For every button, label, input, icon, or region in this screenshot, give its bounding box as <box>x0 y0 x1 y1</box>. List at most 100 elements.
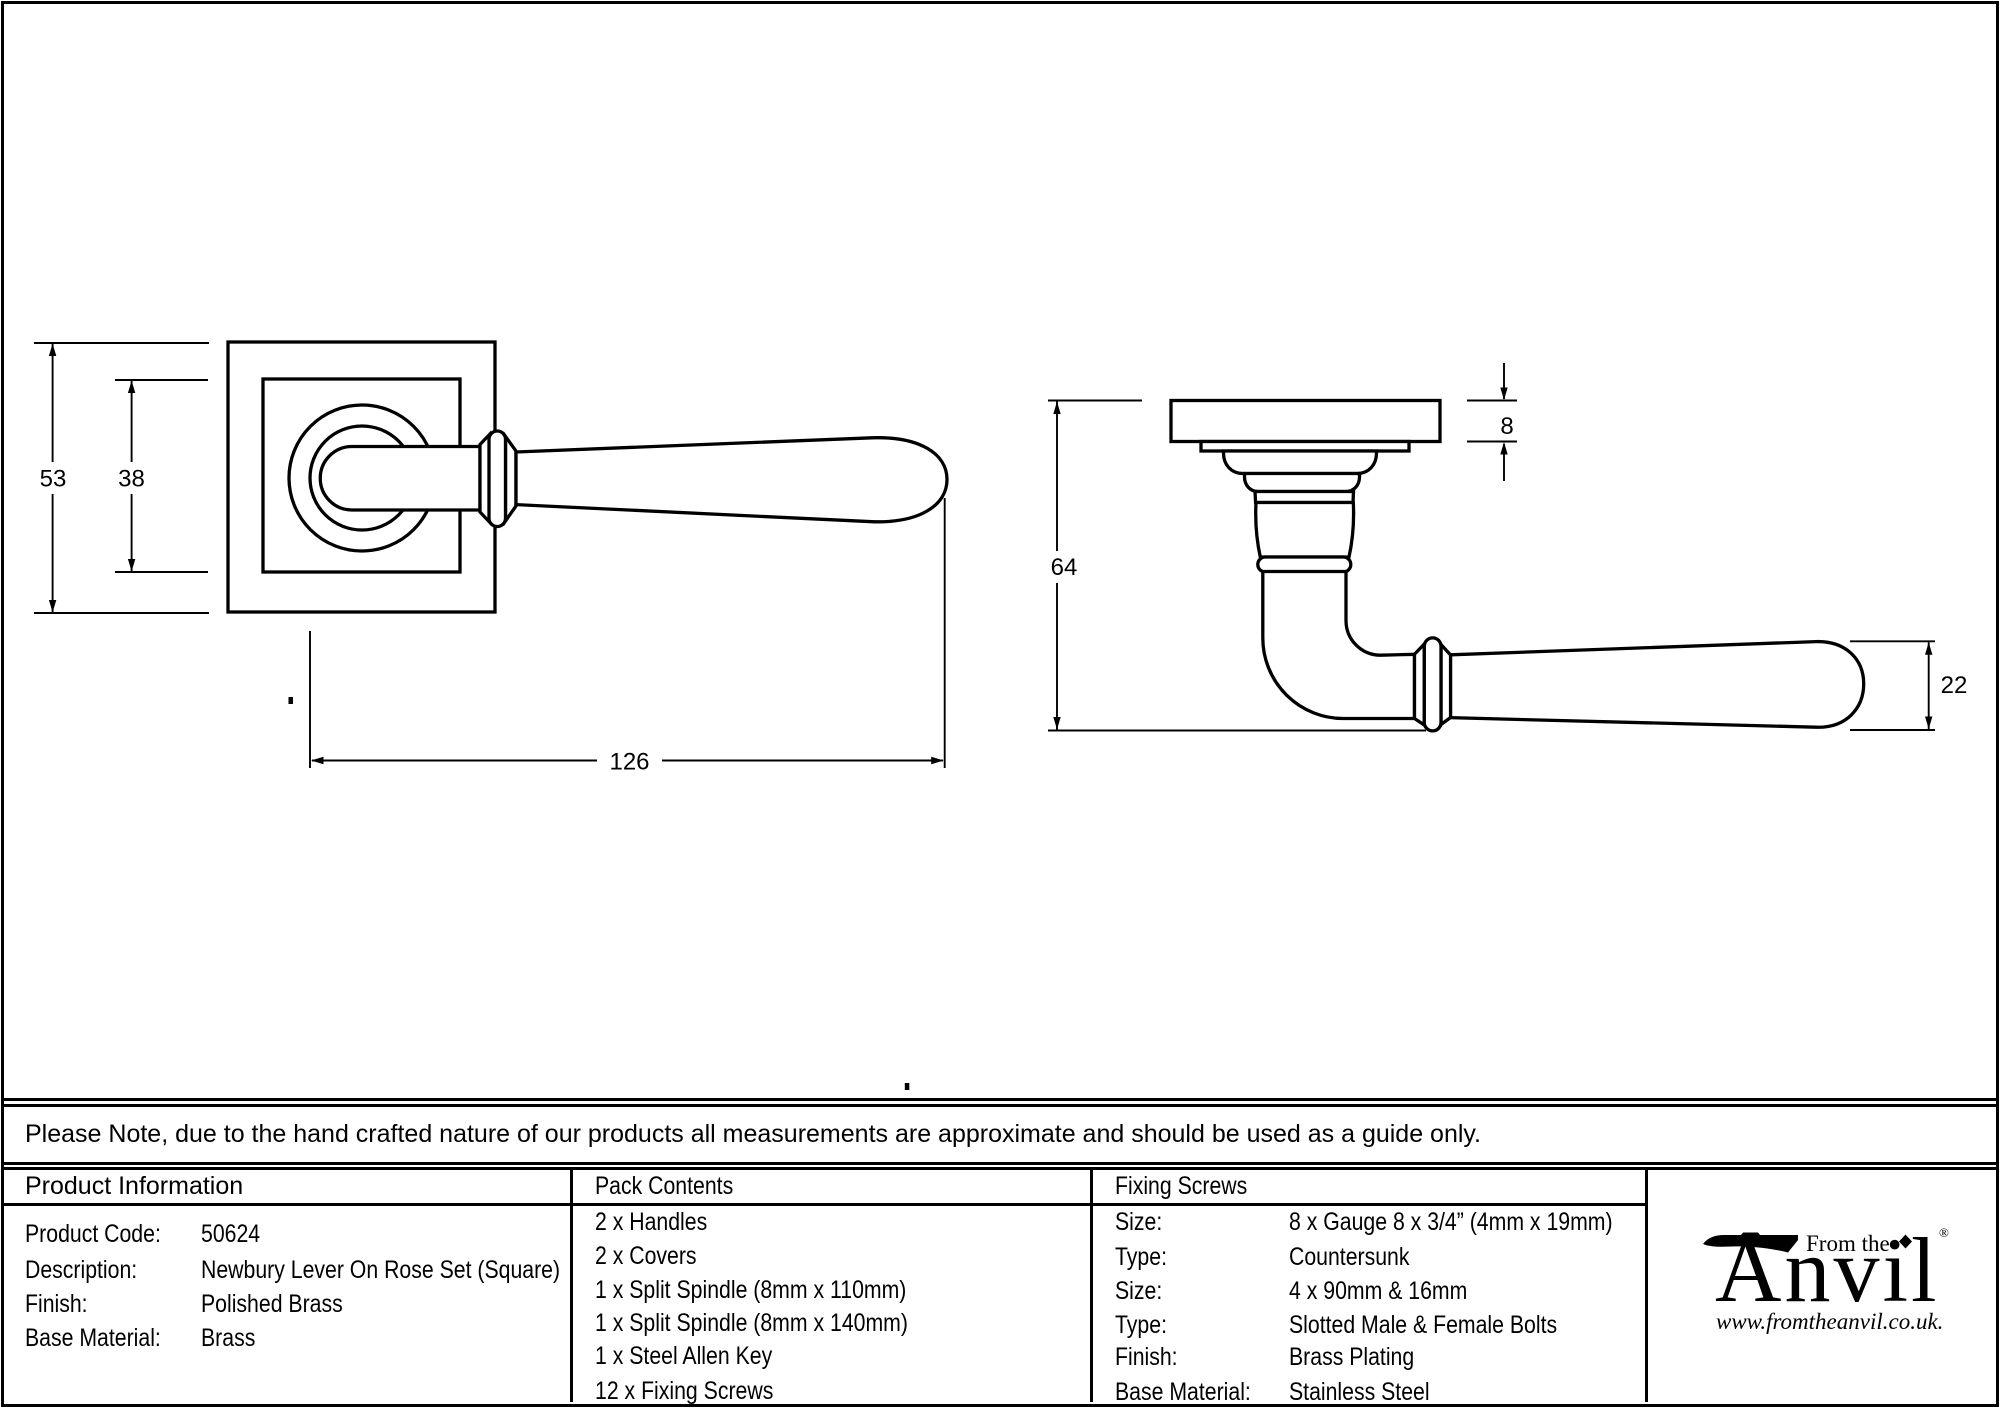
arrow-8-top <box>1500 387 1508 400</box>
arrow-64-bottom <box>1053 717 1061 730</box>
side-view <box>1169 398 1866 733</box>
note-bar-top-rule <box>1 1104 1999 1107</box>
arrow-53-top <box>48 343 57 356</box>
front-lever-shank <box>318 444 482 512</box>
dim-label-126: 126 <box>609 749 649 776</box>
base-material-label-text: Base Material: <box>25 1323 161 1352</box>
base-material-value: Brass <box>201 1324 265 1352</box>
screw-type2-value: Slotted Male & Female Bolts <box>1289 1311 1604 1339</box>
side-lever-grip <box>1448 639 1866 729</box>
screw-finish-label-text: Finish: <box>1115 1343 1178 1371</box>
drawing-area-bottom-rule <box>1 1098 1999 1101</box>
screw-size1-label-text: Size: <box>1115 1208 1163 1236</box>
note-text: Please Note, due to the hand crafted nat… <box>25 1120 1482 1148</box>
pack-item-1: 2 x Handles <box>595 1208 727 1236</box>
finish-value-text: Polished Brass <box>201 1290 343 1318</box>
screw-finish-label: Finish: <box>1115 1343 1189 1371</box>
pack-item-2-text: 2 x Covers <box>595 1241 697 1270</box>
product-code-label: Product Code: <box>25 1220 185 1248</box>
base-material-value-text: Brass <box>201 1323 256 1352</box>
fixing-screws-header: Fixing Screws <box>1115 1172 1271 1200</box>
product-info-header-text: Product Information <box>25 1172 244 1200</box>
pack-item-4-text: 1 x Split Spindle (8mm x 140mm) <box>595 1308 908 1337</box>
finish-value: Polished Brass <box>201 1290 368 1318</box>
base-material-label: Base Material: <box>25 1324 185 1352</box>
product-code-label-text: Product Code: <box>25 1220 161 1248</box>
product-info-header: Product Information <box>25 1172 243 1200</box>
arrow-126-left <box>311 756 324 765</box>
pack-contents-header: Pack Contents <box>595 1172 758 1200</box>
brand-website: www.fromtheanvil.co.uk. <box>1716 1310 1943 1333</box>
arrow-64-top <box>1053 401 1061 414</box>
side-rose-plate <box>1169 398 1442 444</box>
pack-item-6-text: 12 x Fixing Screws <box>595 1377 774 1405</box>
screw-material-label: Base Material: <box>1115 1378 1275 1406</box>
brand-prefix-text: From the <box>1806 1231 1890 1256</box>
screw-finish-value: Brass Plating <box>1289 1343 1436 1371</box>
pack-item-2: 2 x Covers <box>595 1242 714 1270</box>
note-bar: Please Note, due to the hand crafted nat… <box>25 1120 1481 1148</box>
dim-label-64: 64 <box>1051 554 1078 581</box>
arrow-22-bottom <box>1925 716 1933 729</box>
screw-size2-label: Size: <box>1115 1277 1171 1305</box>
anvil-icon <box>1703 1232 1798 1253</box>
table-header-rule <box>1 1203 1647 1206</box>
front-collar-ring <box>487 429 508 529</box>
table-divider-2 <box>1089 1169 1093 1402</box>
arrow-22-top <box>1925 642 1933 655</box>
side-collar-ring <box>1422 636 1443 733</box>
arrow-8-bottom <box>1500 442 1508 455</box>
screw-size1-value-text: 8 x Gauge 8 x 3/4” (4mm x 19mm) <box>1289 1208 1613 1236</box>
technical-drawing: 53 38 126 64 8 22 <box>34 340 1968 1090</box>
screw-size1-value: 8 x Gauge 8 x 3/4” (4mm x 19mm) <box>1289 1208 1670 1236</box>
screw-size1-label: Size: <box>1115 1208 1171 1236</box>
screw-type1-value: Countersunk <box>1289 1243 1431 1271</box>
arrow-38-top <box>127 380 136 393</box>
screw-type1-value-text: Countersunk <box>1289 1243 1410 1271</box>
side-lever-elbow <box>1261 569 1417 721</box>
finish-label-text: Finish: <box>25 1290 88 1318</box>
front-lever-grip <box>514 436 949 524</box>
pack-item-5: 1 x Steel Allen Key <box>595 1342 803 1370</box>
screw-type2-label: Type: <box>1115 1311 1176 1339</box>
table-divider-3 <box>1645 1169 1648 1402</box>
screw-type2-label-text: Type: <box>1115 1310 1167 1339</box>
registered-trademark: ® <box>1939 1226 1949 1239</box>
brand-diamond-icon <box>1899 1234 1912 1249</box>
brand-website-text: www.fromtheanvil.co.uk. <box>1716 1309 1944 1334</box>
pack-item-6: 12 x Fixing Screws <box>595 1377 805 1405</box>
pack-item-1-text: 2 x Handles <box>595 1207 708 1236</box>
description-label: Description: <box>25 1256 157 1284</box>
pack-item-5-text: 1 x Steel Allen Key <box>595 1342 773 1370</box>
arrow-53-bottom <box>48 600 57 613</box>
arrow-126-right <box>931 756 944 765</box>
dimension-lines <box>34 342 1935 768</box>
screw-finish-value-text: Brass Plating <box>1289 1343 1415 1371</box>
screw-size2-label-text: Size: <box>1115 1277 1163 1305</box>
finish-label: Finish: <box>25 1290 99 1318</box>
table-top-rule <box>1 1166 1999 1170</box>
pack-item-3-text: 1 x Split Spindle (8mm x 110mm) <box>595 1275 907 1304</box>
note-bar-bottom-rule <box>1 1161 1999 1165</box>
dim-label-22: 22 <box>1941 672 1968 699</box>
table-divider-1 <box>569 1169 573 1402</box>
pack-item-3: 1 x Split Spindle (8mm x 110mm) <box>595 1276 961 1304</box>
description-value-text: Newbury Lever On Rose Set (Square) <box>201 1255 561 1284</box>
product-code-value-text: 50624 <box>201 1220 261 1248</box>
dim-label-53: 53 <box>40 466 67 493</box>
pack-contents-header-text: Pack Contents <box>595 1172 734 1200</box>
screw-size2-value-text: 4 x 90mm & 16mm <box>1289 1277 1468 1305</box>
screw-material-value: Stainless Steel <box>1289 1378 1454 1406</box>
screw-material-label-text: Base Material: <box>1115 1378 1251 1406</box>
screw-material-value-text: Stainless Steel <box>1289 1378 1430 1406</box>
dimension-labels: 53 38 126 64 8 22 <box>40 413 1968 776</box>
registered-trademark-text: ® <box>1939 1225 1949 1240</box>
pack-item-4: 1 x Split Spindle (8mm x 140mm) <box>595 1309 963 1337</box>
stray-dot-1 <box>288 697 293 704</box>
screw-size2-value: 4 x 90mm & 16mm <box>1289 1277 1499 1305</box>
brand-prefix: From the <box>1806 1232 1890 1255</box>
anvil-silhouette <box>1703 1232 1798 1253</box>
dimension-arrows <box>48 343 1933 765</box>
